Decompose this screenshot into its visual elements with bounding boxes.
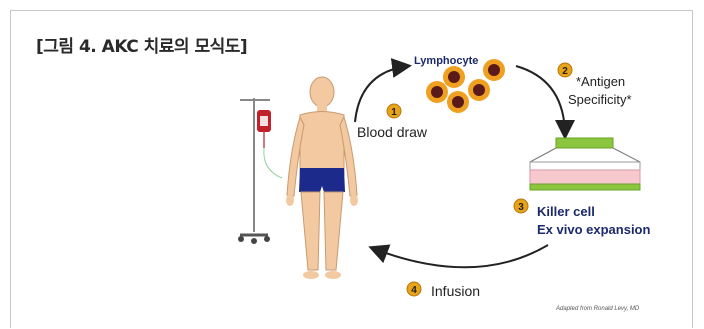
arrow-antigen (516, 66, 565, 136)
step-3: 3 Killer cell Ex vivo expansion (514, 199, 650, 237)
arrow-infusion (372, 245, 548, 267)
human-figure-icon (286, 77, 358, 279)
step-2-number: 2 (562, 66, 568, 77)
step-4-label: Infusion (431, 283, 480, 299)
culture-dish-icon (530, 138, 640, 190)
step-1-label: Blood draw (357, 124, 428, 140)
step-3-label-line1: Killer cell (537, 204, 595, 219)
step-1: 1 Blood draw (357, 104, 428, 140)
step-1-number: 1 (391, 107, 397, 118)
lymphocyte-label: Lymphocyte (414, 55, 478, 67)
step-3-label-line2: Ex vivo expansion (537, 222, 650, 237)
step-2-label-line1: *Antigen (576, 74, 625, 89)
step-2-label-line2: Specificity* (568, 92, 632, 107)
step-2: 2 *Antigen Specificity* (558, 63, 632, 107)
step-3-number: 3 (518, 202, 524, 213)
source-credit: Adapted from Ronald Levy, MD (555, 306, 640, 312)
step-4-number: 4 (411, 285, 417, 296)
step-4: 4 Infusion (407, 282, 480, 299)
iv-drip-stand-icon (238, 98, 282, 244)
lymphocyte-cell-icon (426, 59, 505, 113)
